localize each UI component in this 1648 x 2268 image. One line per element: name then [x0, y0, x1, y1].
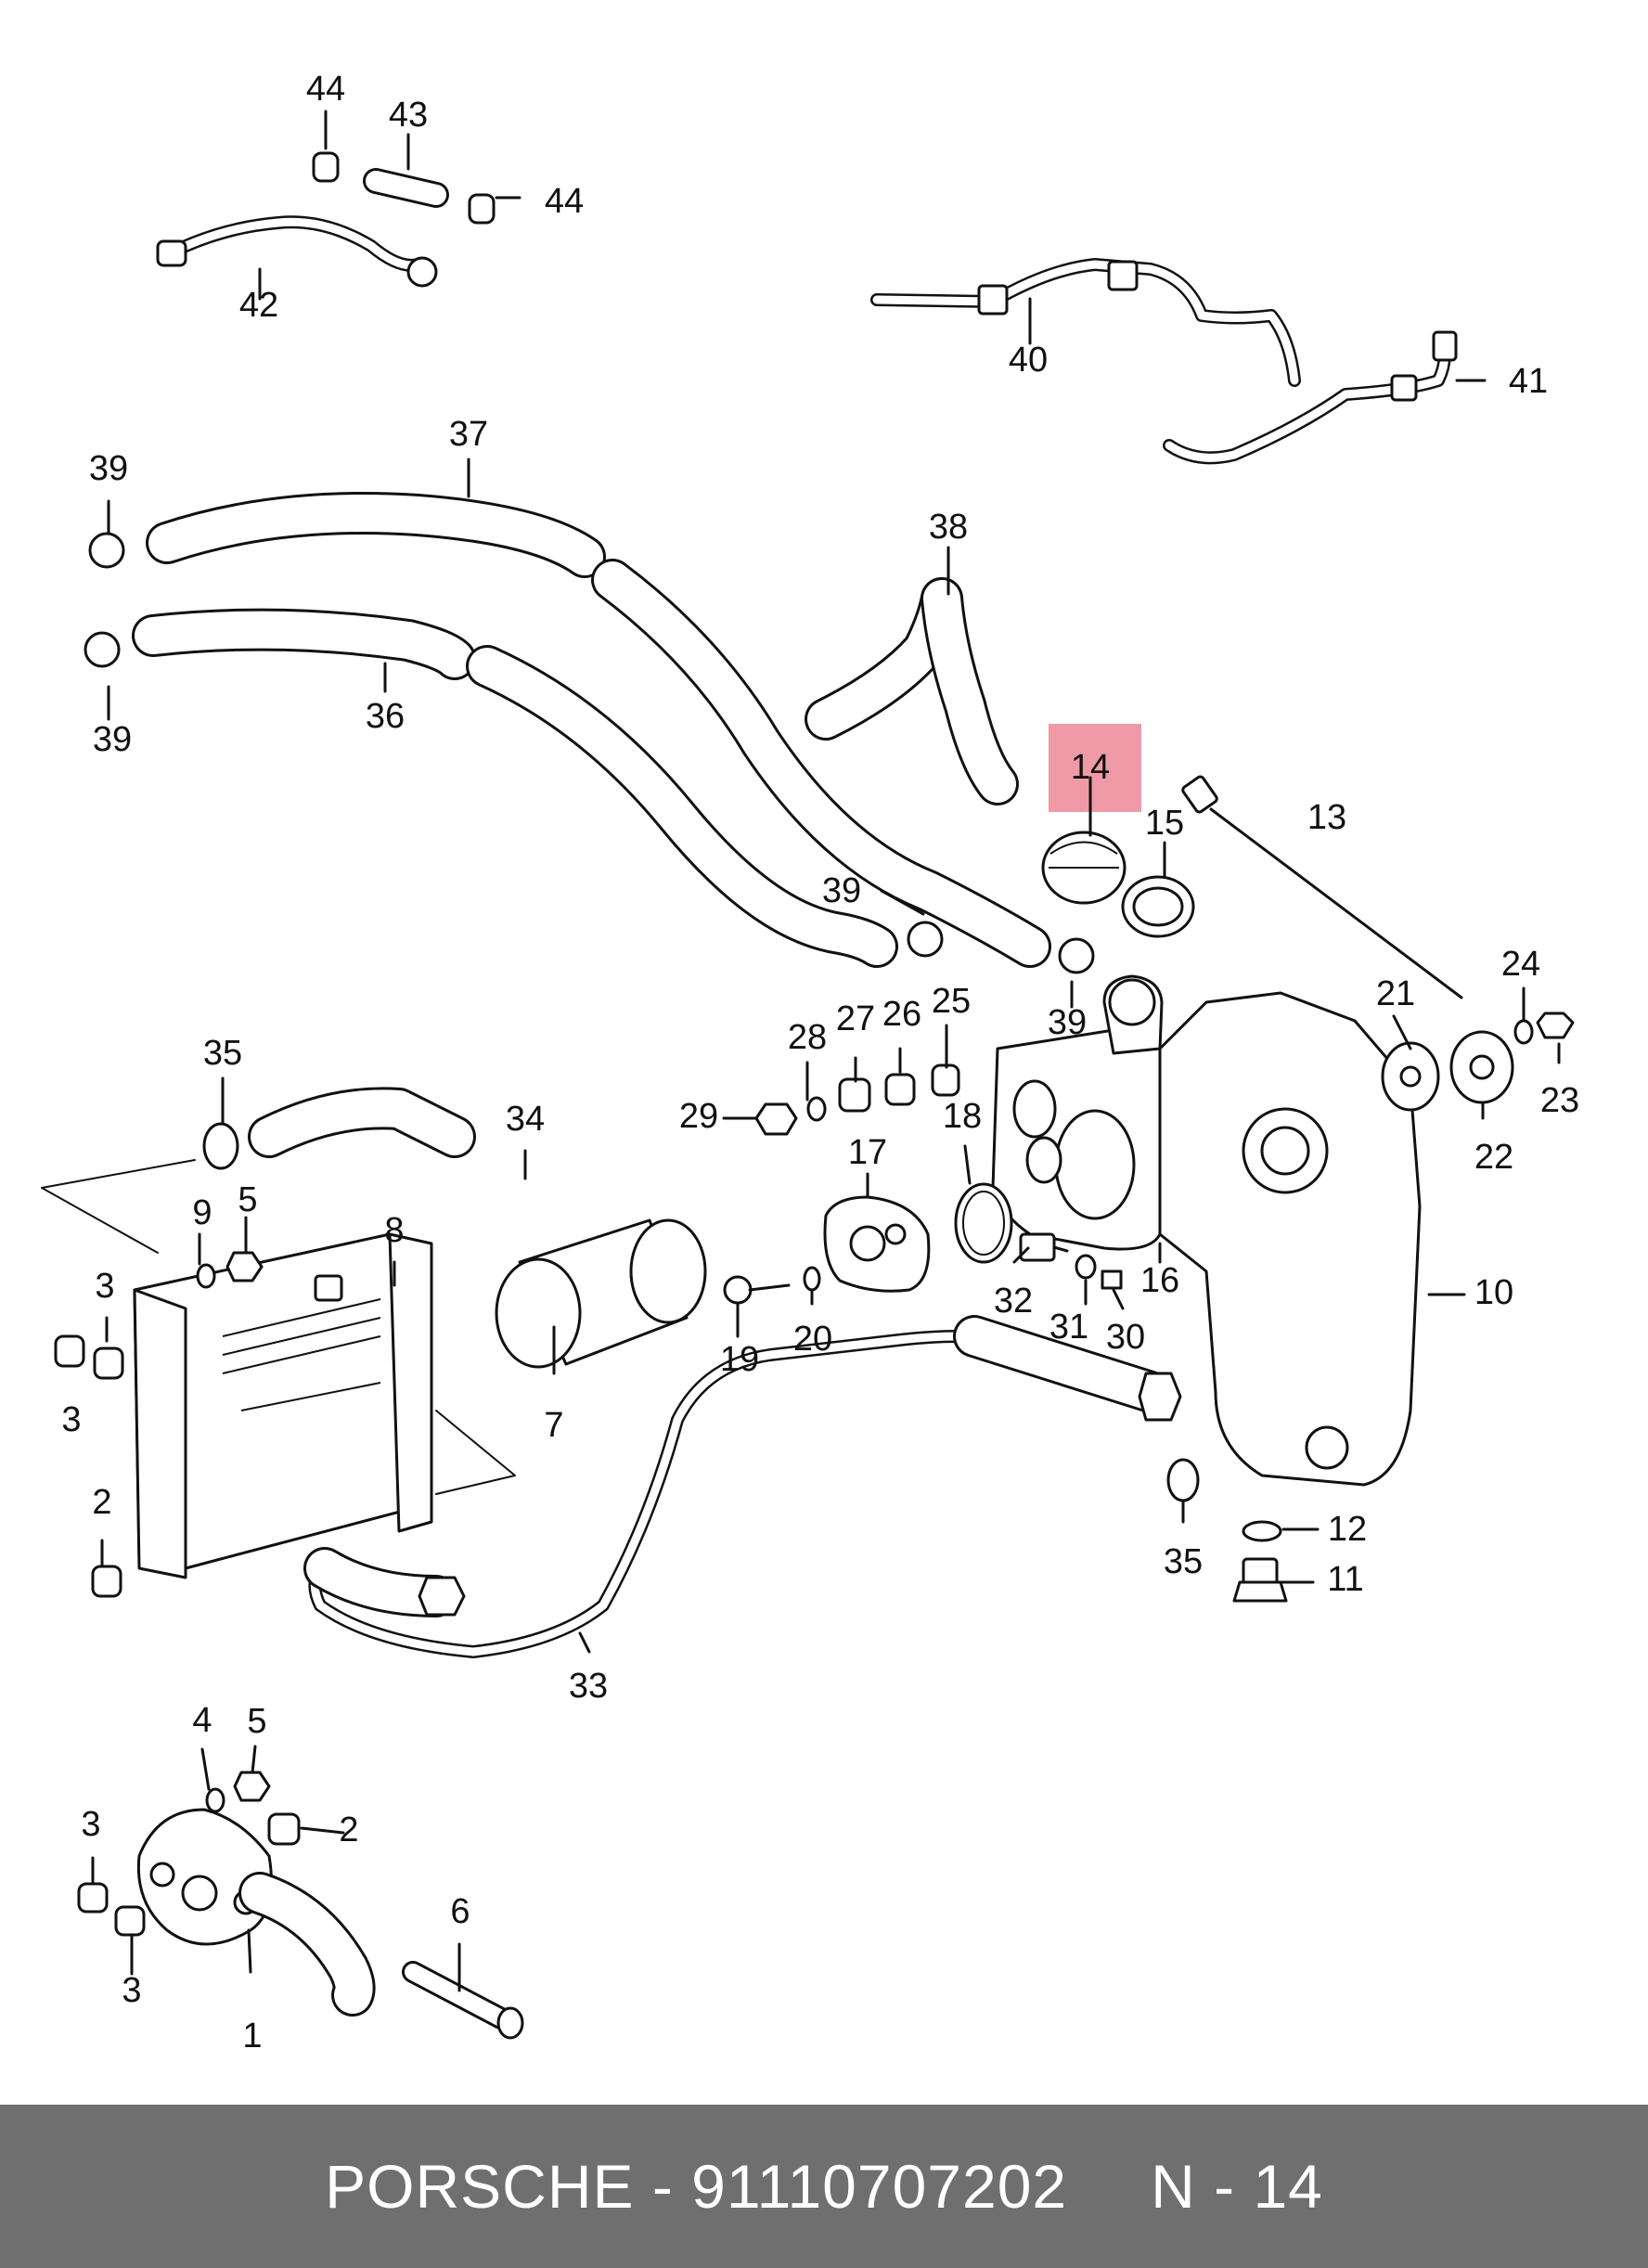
part-34-hose[interactable]: [248, 1087, 476, 1158]
footer-bar: PORSCHE - 91110707202 N - 14: [0, 2105, 1648, 2268]
part-11-12-drain-plug[interactable]: [1232, 1520, 1288, 1603]
part-1-oil-pump[interactable]: [136, 1808, 376, 2017]
callout-3: 3: [81, 1805, 100, 1844]
part-2-3-4-5-fasteners-bottom[interactable]: [77, 1771, 301, 1937]
part-21-gasket[interactable]: [1381, 1041, 1440, 1112]
callout-42: 42: [239, 286, 278, 325]
brand-label: PORSCHE: [325, 2152, 635, 2221]
callout-41: 41: [1509, 362, 1548, 401]
callout-20: 20: [793, 1320, 832, 1359]
callout-5: 5: [238, 1180, 257, 1219]
part-16-tank-cover-plate[interactable]: [991, 1028, 1162, 1251]
part-36-hose[interactable]: [132, 608, 898, 968]
part-37-hose[interactable]: [146, 492, 1051, 968]
part-33-oil-line[interactable]: [303, 1315, 1182, 1658]
part-19-20-bolt[interactable]: [723, 1266, 821, 1305]
part-40-fuel-line[interactable]: [870, 258, 1301, 387]
part-15-seal-ring[interactable]: [1121, 875, 1195, 938]
part-number: 91110707202: [691, 2152, 1068, 2221]
part-23-nut[interactable]: [1536, 1012, 1575, 1039]
callout-4: 4: [192, 1701, 212, 1740]
part-30-31-32-hardware[interactable]: [1019, 1232, 1123, 1290]
part-8-oil-cooler[interactable]: [41, 1159, 516, 1579]
callout-19: 19: [720, 1340, 759, 1379]
callout-7: 7: [544, 1406, 563, 1445]
callout-30: 30: [1106, 1318, 1145, 1357]
position-reference: N - 14: [1151, 2152, 1323, 2221]
callout-35: 35: [203, 1034, 242, 1073]
callout-39: 39: [89, 449, 128, 488]
part-38-y-hose[interactable]: [805, 577, 1019, 805]
callout-29: 29: [679, 1097, 718, 1136]
part-7-oil-filter[interactable]: [495, 1218, 707, 1369]
callout-3: 3: [95, 1267, 114, 1306]
part-39-clamps-mid[interactable]: [907, 921, 1095, 974]
part-39-clamps-left[interactable]: [84, 532, 125, 668]
callout-38: 38: [929, 508, 968, 547]
part-44-clamp[interactable]: [312, 151, 496, 225]
part-18-o-ring[interactable]: [954, 1182, 1013, 1264]
part-17-thermostat[interactable]: [823, 1195, 931, 1293]
callout-8: 8: [384, 1211, 404, 1250]
callout-39: 39: [93, 720, 132, 759]
part-43-hose-sleeve[interactable]: [363, 168, 449, 208]
callout-9: 9: [192, 1193, 212, 1232]
callout-16: 16: [1140, 1261, 1179, 1300]
callout-44: 44: [306, 70, 345, 109]
callout-36: 36: [366, 697, 405, 736]
callout-31: 31: [1049, 1308, 1088, 1347]
callout-28: 28: [788, 1018, 827, 1057]
footer-separator: -: [634, 2152, 692, 2221]
part-41-fuel-line[interactable]: [1163, 330, 1458, 465]
callout-3: 3: [122, 1971, 141, 2010]
callout-5: 5: [247, 1702, 266, 1741]
part-14-filler-cap[interactable]: [1041, 831, 1127, 905]
callout-17: 17: [848, 1133, 887, 1172]
part-13-dipstick[interactable]: [1181, 775, 1463, 999]
callout-3: 3: [61, 1400, 81, 1439]
callout-37: 37: [449, 415, 488, 454]
part-35-clamp[interactable]: [202, 1122, 1200, 1502]
callout-13: 13: [1307, 798, 1346, 837]
callout-44: 44: [545, 182, 584, 221]
callout-labels: 44 43 44 42 40 41 39 37 39 36 38 14 15 1…: [61, 70, 1579, 2055]
callout-11: 11: [1327, 1560, 1363, 1599]
parts-diagram: 44 43 44 42 40 41 39 37 39 36 38 14 15 1…: [41, 70, 1579, 2055]
callout-32: 32: [994, 1282, 1033, 1321]
callout-2: 2: [339, 1811, 358, 1849]
callout-6: 6: [450, 1892, 470, 1931]
part-22-flange[interactable]: [1449, 1030, 1514, 1104]
part-2-3-5-9-fasteners-left[interactable]: [54, 1251, 264, 1598]
highlight-box-14: [1049, 724, 1141, 812]
callout-27: 27: [836, 999, 875, 1038]
callout-26: 26: [882, 995, 921, 1034]
callout-43: 43: [389, 96, 428, 135]
callout-39: 39: [822, 871, 861, 910]
callout-15: 15: [1145, 804, 1184, 843]
callout-33: 33: [569, 1667, 608, 1706]
callout-1: 1: [242, 2017, 262, 2055]
callout-34: 34: [506, 1100, 545, 1139]
leader-lines: [91, 110, 1561, 1992]
callout-25: 25: [932, 982, 971, 1021]
callout-2: 2: [92, 1483, 111, 1522]
callout-14: 14: [1071, 748, 1110, 787]
part-25-27-28-29-hardware[interactable]: [754, 1063, 960, 1136]
part-24-washer[interactable]: [1513, 1019, 1534, 1045]
callout-22: 22: [1474, 1138, 1513, 1177]
callout-12: 12: [1328, 1510, 1367, 1549]
part-10-oil-tank[interactable]: [1102, 974, 1422, 1487]
callout-35: 35: [1164, 1542, 1203, 1581]
callout-40: 40: [1009, 341, 1048, 380]
callout-39: 39: [1048, 1003, 1087, 1042]
part-6-pin[interactable]: [402, 1961, 524, 2040]
callout-24: 24: [1501, 945, 1540, 984]
callout-21: 21: [1376, 974, 1415, 1013]
part-42-fuel-line[interactable]: [156, 215, 438, 288]
callout-10: 10: [1474, 1273, 1513, 1312]
callout-18: 18: [943, 1097, 982, 1136]
callout-23: 23: [1540, 1081, 1579, 1120]
